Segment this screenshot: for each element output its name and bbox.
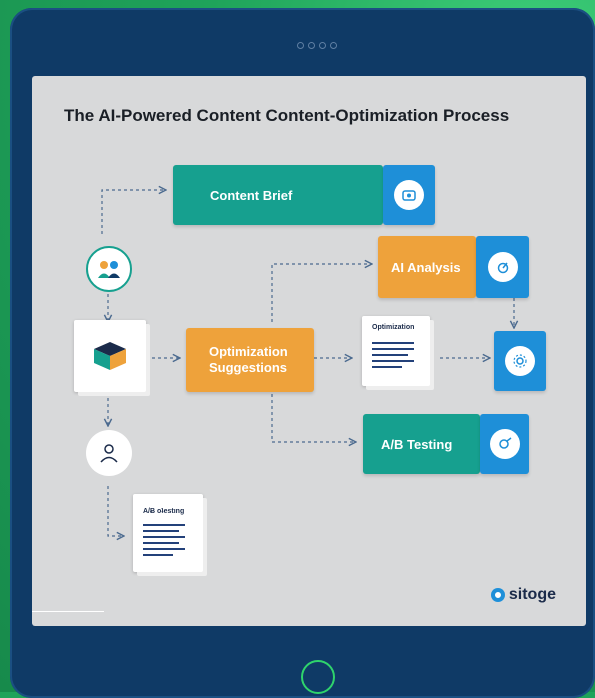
ab-testing-box[interactable]: A/B Testing xyxy=(363,414,480,474)
brand-logo: sitoge xyxy=(490,586,556,604)
optimization-suggestions-label: Optimization Suggestions xyxy=(209,344,288,375)
page-title: The AI-Powered Content Content-Optimizat… xyxy=(64,106,510,125)
content-brief-box[interactable]: Content Brief xyxy=(173,165,383,225)
settings-icon xyxy=(505,346,535,376)
ai-analysis-icon-tile[interactable] xyxy=(476,236,529,298)
ai-analysis-box[interactable]: AI Analysis xyxy=(378,236,476,298)
ab-testing-document: A/Ƀ oʇestıng xyxy=(133,494,203,572)
ab-doc-title: A/Ƀ oʇestıng xyxy=(143,508,185,515)
diagram-screen: The AI-Powered Content Content-Optimizat… xyxy=(32,76,586,626)
optimization-suggestions-box[interactable]: Optimization Suggestions xyxy=(186,328,314,392)
cube-icon xyxy=(94,342,126,370)
camera-dots-icon xyxy=(297,42,337,49)
connector-person-to-abdoc xyxy=(107,486,124,536)
analysis-icon xyxy=(487,252,518,282)
ab-testing-label: A/B Testing xyxy=(381,436,453,452)
ai-analysis-label: AI Analysis xyxy=(391,259,461,275)
people-icon xyxy=(86,246,132,292)
connector-people-to-brief xyxy=(101,190,166,234)
testing-icon xyxy=(489,429,520,459)
content-brief-icon-tile[interactable] xyxy=(383,165,435,225)
connector-optimization-to-analysis xyxy=(271,264,372,322)
brand-name: sitoge xyxy=(508,586,556,603)
ab-testing-icon-tile[interactable] xyxy=(480,414,529,474)
content-brief-label: Content Brief xyxy=(210,187,293,203)
connectors xyxy=(101,76,586,626)
connector-optimization-to-ab xyxy=(271,394,356,442)
cube-card xyxy=(74,320,146,392)
person-icon xyxy=(86,430,132,476)
brief-icon xyxy=(394,180,424,210)
home-button[interactable] xyxy=(301,660,335,694)
settings-icon-tile[interactable] xyxy=(494,331,546,391)
optimization-doc-title: Optimization xyxy=(372,324,415,331)
brand-logo-icon xyxy=(490,588,505,602)
underline-divider xyxy=(32,611,104,612)
optimization-document: Optimization xyxy=(362,316,430,386)
